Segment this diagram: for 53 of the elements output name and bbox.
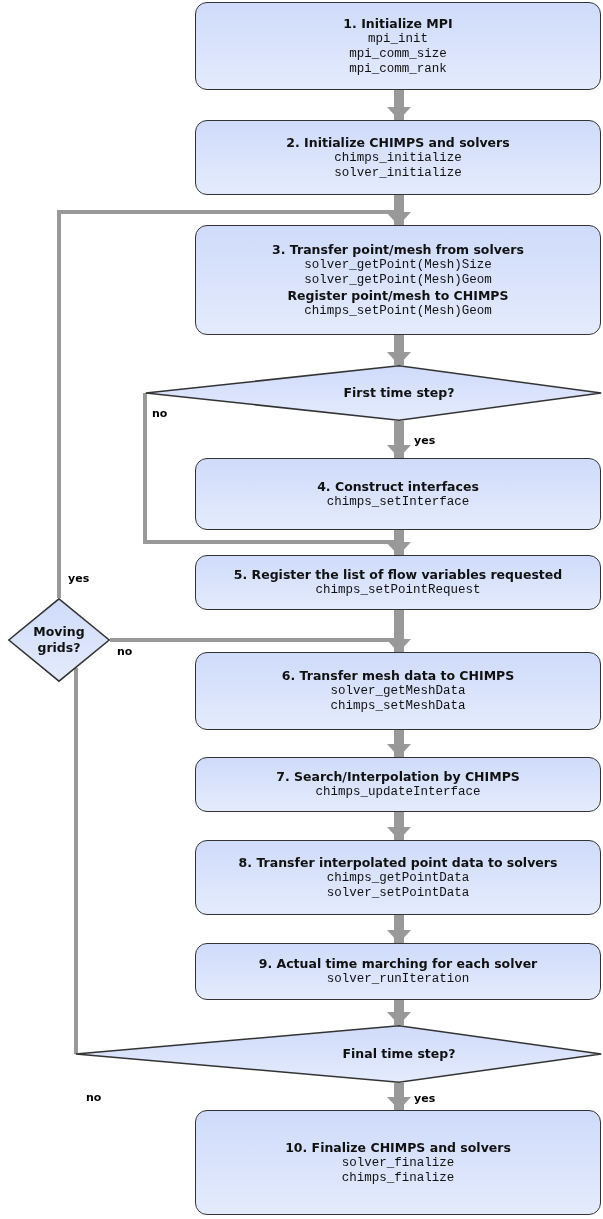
step-title: 6. Transfer mesh data to CHIMPS (281, 668, 515, 684)
process-box (195, 943, 601, 1000)
process-box (195, 225, 601, 335)
arrow (387, 730, 411, 757)
function-name: solver_finalize (341, 1155, 455, 1171)
process-box (195, 757, 601, 812)
process-box (195, 840, 601, 915)
arrow (387, 335, 411, 365)
step-title: Register point/mesh to CHIMPS (287, 287, 509, 304)
step-title: Moving grids? (32, 624, 86, 656)
decision-diamond (8, 598, 110, 682)
function-name: chimps_setPointRequest (315, 583, 481, 598)
step-title: 9. Actual time marching for each solver (258, 956, 538, 972)
process-box (195, 652, 601, 730)
arrow (387, 812, 411, 840)
function-name: chimps_initialize (334, 150, 462, 166)
step-title: 8. Transfer interpolated point data to solvers (238, 854, 558, 871)
function-name: mpi_comm_rank (349, 61, 447, 77)
arrow (387, 90, 411, 120)
function-name: chimps_setInterface (326, 494, 470, 510)
function-name: chimps_setPoint(Mesh)Geom (304, 303, 492, 319)
function-name: solver_getPoint(Mesh)Geom (304, 272, 492, 288)
function-name: solver_setPointData (326, 885, 470, 901)
function-name: chimps_setMeshData (330, 699, 466, 714)
function-name: chimps_finalize (341, 1170, 455, 1186)
process-box (195, 2, 601, 90)
step-title: Final time step? (342, 1046, 456, 1062)
function-name: mpi_comm_size (349, 46, 447, 62)
function-name: chimps_updateInterface (315, 785, 481, 800)
function-name: solver_getMeshData (330, 684, 466, 699)
step-title: First time step? (343, 385, 455, 401)
process-box (195, 458, 601, 530)
step-title: 4. Construct interfaces (317, 478, 479, 495)
step-title: 1. Initialize MPI (343, 15, 453, 32)
function-name: chimps_getPointData (326, 870, 470, 886)
step-title: 3. Transfer point/mesh from solvers (272, 241, 524, 258)
arrow (387, 915, 411, 943)
decision-diamond (145, 365, 602, 421)
step-title: 2. Initialize CHIMPS and solvers (286, 134, 510, 151)
step-title: 7. Search/Interpolation by CHIMPS (276, 769, 520, 785)
step-title: 5. Register the list of flow variables requested (233, 567, 563, 583)
decision-diamond (75, 1025, 602, 1083)
arrow (387, 1000, 411, 1025)
function-name: solver_getPoint(Mesh)Size (304, 257, 492, 273)
arrow (387, 421, 411, 458)
process-box (195, 555, 601, 610)
arrow (387, 1083, 411, 1110)
process-box (195, 120, 601, 195)
step-title: 10. Finalize CHIMPS and solvers (285, 1139, 511, 1156)
function-name: mpi_init (368, 31, 428, 47)
function-name: solver_initialize (334, 165, 462, 181)
function-name: solver_runIteration (326, 972, 470, 987)
process-box (195, 1110, 601, 1215)
